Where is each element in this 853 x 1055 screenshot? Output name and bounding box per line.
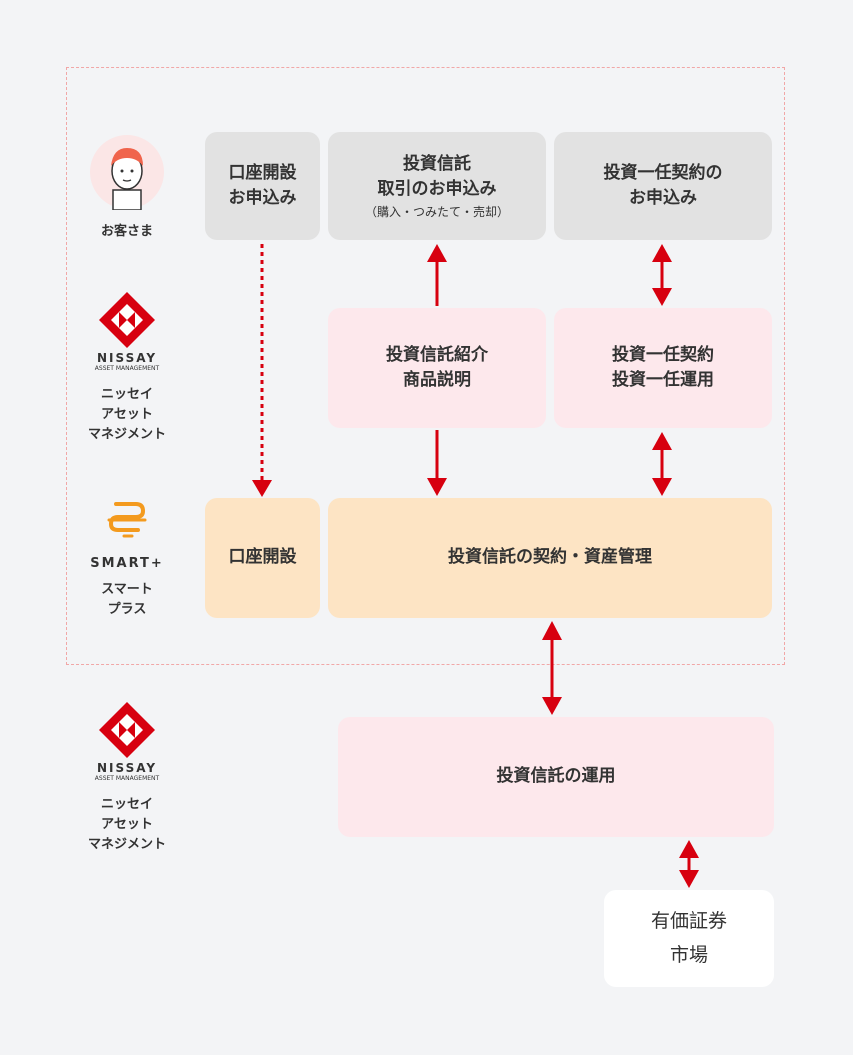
box-line: 投資信託紹介 (386, 344, 488, 365)
label-line: アセット (101, 407, 153, 423)
nissay-logo-line1: NISSAY (96, 351, 158, 365)
label-line: マネジメント (87, 427, 166, 443)
nissay-logo-icon (97, 700, 157, 760)
fund-intro-box: 投資信託紹介 商品説明 (328, 308, 546, 428)
nissay-logo-icon (97, 290, 157, 350)
box-line: 投資一任運用 (612, 370, 714, 390)
box-line: 投資一任契約 (612, 344, 714, 365)
label-line: ニッセイ (100, 387, 153, 402)
box-line: 商品説明 (403, 370, 471, 390)
account-open-box: 口座開設 (205, 498, 320, 618)
box-line: 投資信託 (403, 153, 471, 174)
label-line: マネジメント (87, 837, 166, 853)
discretionary-apply-box: 投資一任契約の お申込み (554, 132, 772, 240)
nissay-label: ニッセイ アセット マネジメント (70, 385, 184, 445)
box-line: 口座開設 (228, 547, 297, 568)
double-arrow (679, 840, 699, 888)
box-line: お申込み (629, 188, 697, 208)
label-line: アセット (101, 817, 153, 833)
nissay-label: ニッセイ アセット マネジメント (70, 795, 184, 855)
smart-plus-logo-text: SMART+ (90, 556, 164, 571)
label-line: プラス (107, 602, 147, 618)
box-line: 市場 (669, 943, 708, 966)
smart-plus-label: スマート プラス (77, 580, 177, 620)
nissay-logo-text: NISSAY ASSET MANAGEMENT (77, 762, 177, 783)
contract-management-box: 投資信託の契約・資産管理 (328, 498, 772, 618)
box-line: 口座開設 (228, 162, 297, 183)
fund-apply-box: 投資信託 取引のお申込み （購入・つみたて・売却） (328, 132, 546, 240)
box-line: 取引のお申込み (377, 179, 497, 200)
smart-plus-scope-frame (66, 67, 785, 665)
box-line: 投資一任契約の (603, 162, 723, 183)
box-sub: （購入・つみたて・売却） (364, 204, 509, 219)
customer-avatar (89, 134, 165, 211)
nissay-logo-text: NISSAY ASSET MANAGEMENT (77, 352, 177, 373)
fund-management-box: 投資信託の運用 (338, 717, 774, 837)
box-line: 投資信託の運用 (496, 766, 616, 787)
nissay-logo-line2: ASSET MANAGEMENT (94, 775, 160, 782)
label-line: ニッセイ (100, 797, 153, 812)
box-line: お申込み (228, 188, 297, 208)
discretionary-ops-box: 投資一任契約 投資一任運用 (554, 308, 772, 428)
box-line: 有価証券 (650, 910, 727, 933)
customer-label: お客さま (100, 224, 153, 239)
account-apply-box: 口座開設 お申込み (205, 132, 320, 240)
nissay-logo-line1: NISSAY (96, 761, 158, 775)
box-line: 投資信託の契約・資産管理 (448, 547, 652, 568)
nissay-logo-line2: ASSET MANAGEMENT (94, 365, 160, 372)
smart-plus-logo-icon (106, 500, 148, 540)
label-line: スマート (101, 582, 153, 597)
securities-market-box: 有価証券 市場 (604, 890, 774, 987)
